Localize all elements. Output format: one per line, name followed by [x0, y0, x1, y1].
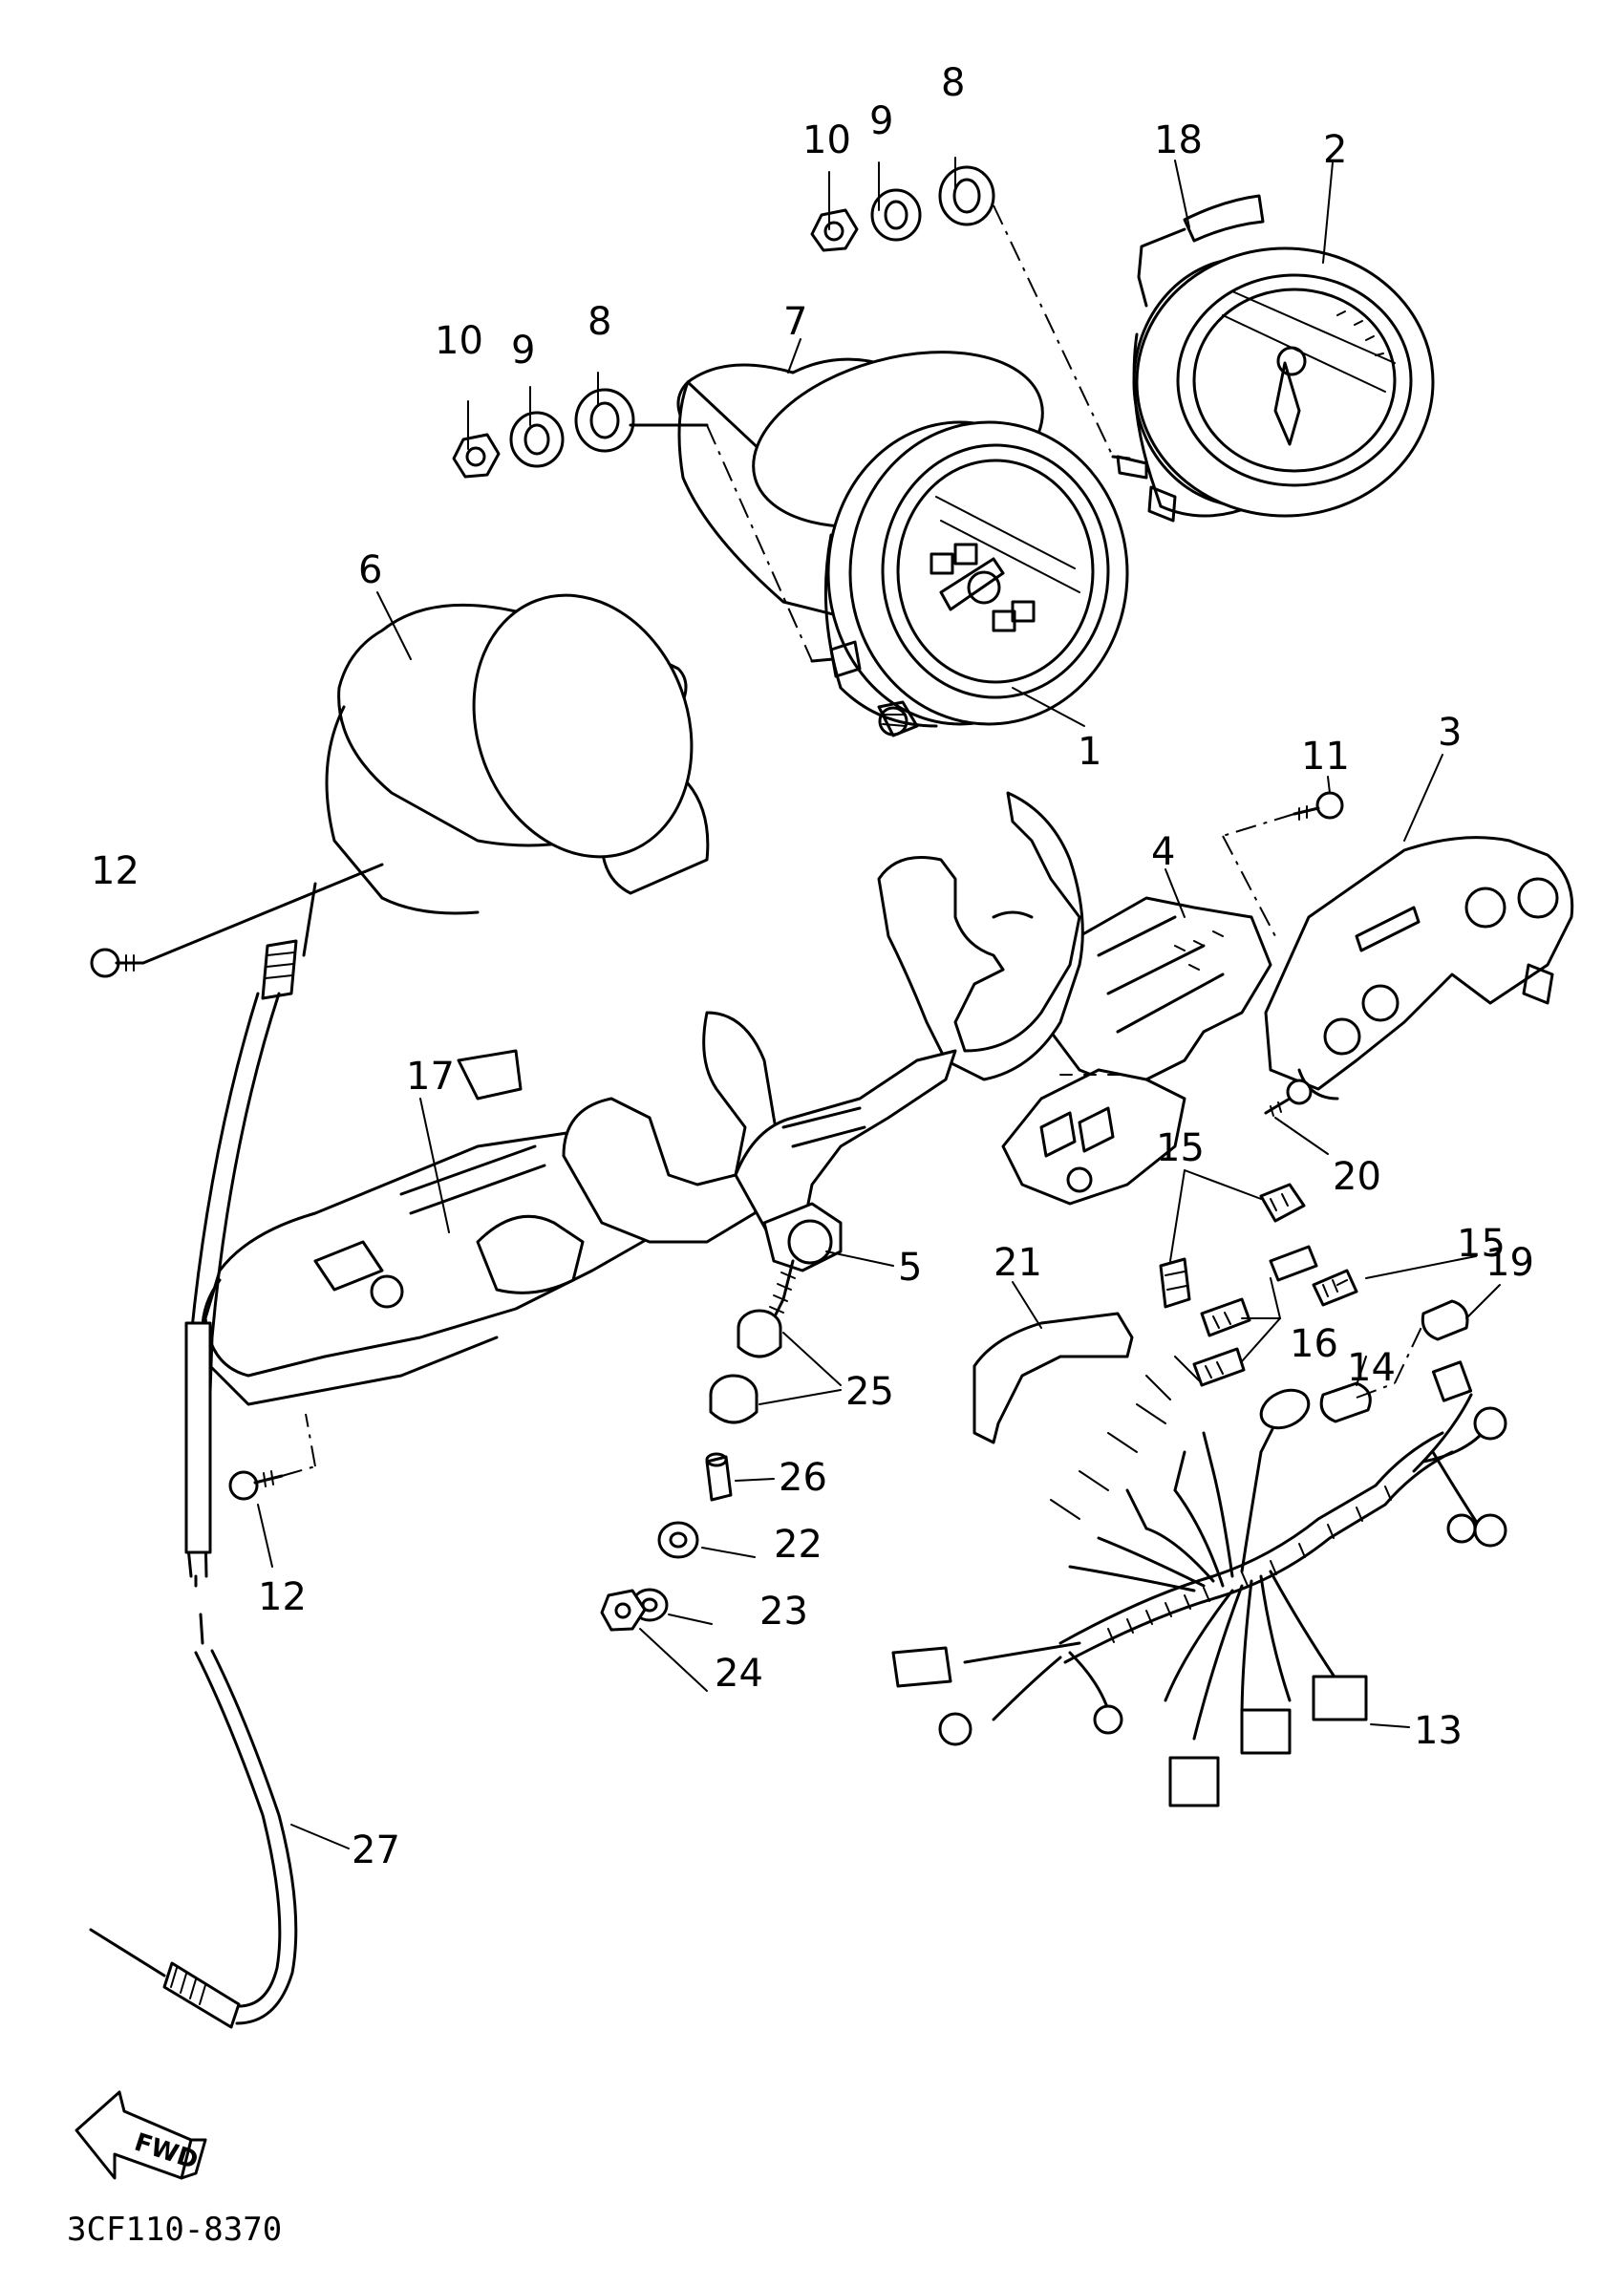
- callout-label: 7: [783, 300, 807, 344]
- part-bracket: [1264, 836, 1574, 1101]
- callout-label: 18: [1154, 118, 1203, 162]
- part-clamp-upper: [877, 791, 1084, 1081]
- part-screw-20: [1264, 1079, 1313, 1117]
- callout-label: 4: [1151, 830, 1175, 874]
- callout-label: 26: [779, 1456, 827, 1500]
- part-bulb-14: [1319, 1381, 1372, 1423]
- callout-label: 3: [1438, 711, 1462, 755]
- callout-label: 6: [358, 548, 382, 592]
- callout-label: 11: [1301, 735, 1350, 779]
- part-wire-harness: [891, 1356, 1507, 1807]
- drawing-code: 3CF110-8370: [67, 2211, 282, 2249]
- callout-label: 2: [1323, 128, 1347, 172]
- part-hardware-set-upper: [810, 165, 995, 252]
- callout-label: 20: [1333, 1155, 1381, 1199]
- callout-label: 22: [774, 1523, 823, 1567]
- callout-label: 10: [435, 319, 483, 363]
- part-clamp-lower: [562, 1011, 957, 1263]
- leader-lines: [141, 204, 1424, 1477]
- callout-label: 15: [1457, 1222, 1506, 1266]
- callout-label: 17: [406, 1055, 455, 1099]
- callout-label: 9: [869, 99, 893, 143]
- callout-label: 16: [1290, 1322, 1338, 1366]
- part-screw-12b: [228, 1470, 284, 1501]
- callout-label: 27: [352, 1828, 400, 1872]
- callout-label: 24: [715, 1652, 763, 1696]
- part-speedo-cable: [89, 882, 317, 2029]
- part-21: [972, 1312, 1134, 1444]
- part-tachometer: [1111, 246, 1435, 523]
- callout-lines: [257, 157, 1501, 1849]
- callout-label: 1: [1078, 730, 1101, 774]
- callout-label: 9: [511, 329, 535, 373]
- part-cover-6: [325, 593, 710, 915]
- callout-label: 12: [91, 849, 139, 893]
- callout-labels: 1 2 3 4 5 6 7 8 8 9 9 10 10 11 12 12 13 …: [91, 61, 1534, 1872]
- part-bulb-19: [1421, 1299, 1469, 1341]
- forward-direction-arrow: FWD: [75, 2090, 207, 2180]
- callout-label: 12: [258, 1575, 307, 1619]
- callout-label: 13: [1414, 1709, 1463, 1753]
- part-indicator-housing: [1001, 896, 1272, 1206]
- callout-label: 14: [1347, 1346, 1396, 1390]
- callout-label: 21: [994, 1241, 1042, 1285]
- part-speedometer: [810, 420, 1129, 737]
- part-cushion: [1183, 194, 1265, 243]
- part-bolt-5: [762, 1202, 843, 1320]
- callout-label: 10: [802, 118, 851, 162]
- part-small-hardware: [600, 1309, 782, 1632]
- callout-label: 19: [1485, 1241, 1534, 1285]
- callout-label: 25: [845, 1370, 894, 1414]
- part-screw-11: [1293, 791, 1344, 821]
- part-screw-12a: [90, 948, 145, 978]
- callout-label: 23: [759, 1590, 808, 1634]
- part-hardware-set-lower: [452, 388, 635, 479]
- part-sockets: [1159, 1183, 1358, 1387]
- callout-label: 8: [588, 300, 611, 344]
- callout-label: 15: [1156, 1126, 1205, 1170]
- callout-label: 8: [941, 61, 965, 105]
- callout-label: 5: [898, 1246, 922, 1290]
